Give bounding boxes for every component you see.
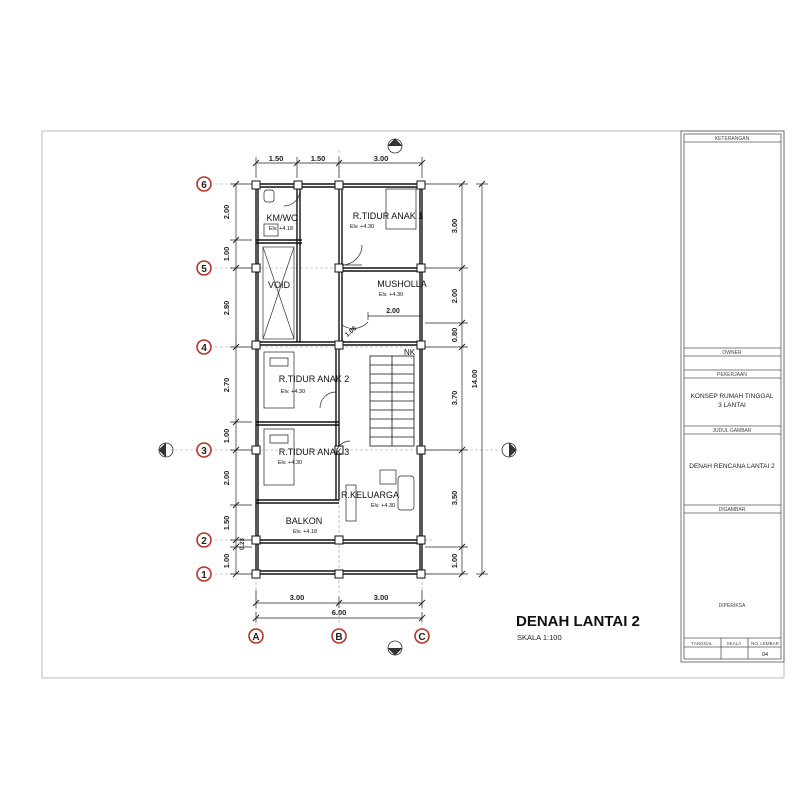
svg-text:4: 4 [201, 343, 207, 354]
axis-b-bubble: B [331, 628, 347, 644]
dim-top-2: 1.50 [311, 154, 326, 163]
stair-label: NK [404, 348, 416, 357]
room-musholla-name: MUSHOLLA [377, 279, 427, 289]
columns [251, 180, 426, 579]
dim-right-1: 3.00 [450, 219, 459, 234]
tb-skala-label: SKALA [727, 641, 742, 646]
svg-text:5: 5 [201, 264, 207, 275]
dimension-ticks [232, 159, 486, 622]
tb-digambar-label: DIGAMBAR [719, 507, 746, 513]
room-tidur3-name: R.TIDUR ANAK 3 [279, 447, 350, 457]
dimension-lines [230, 157, 488, 622]
dim-right-4: 3.70 [450, 391, 459, 406]
axis-2-bubble: 2 [196, 532, 212, 548]
dim-right-total: 14.00 [470, 370, 479, 389]
room-balkon-name: BALKON [286, 516, 323, 526]
room-kmwc-name: KM/WC [267, 213, 298, 223]
drawing-title: DENAH LANTAI 2 [516, 613, 640, 630]
section-marker-right-icon [501, 442, 517, 458]
axis-4-bubble: 4 [196, 339, 212, 355]
tb-tanggal-label: TANGGAL [691, 641, 713, 646]
tb-judul-gambar-label: JUDUL GAMBAR [713, 428, 752, 434]
dim-right-3: 0.80 [450, 328, 459, 343]
svg-text:3: 3 [201, 446, 207, 457]
tb-drawing-name: DENAH RENCANA LANTAI 2 [689, 463, 775, 470]
stair [369, 355, 415, 447]
svg-text:A: A [252, 632, 259, 643]
axis-3-bubble: 3 [196, 442, 212, 458]
room-labels: KM/WC Elv. +4.18 R.TIDUR ANAK 1 Elv. +4.… [267, 211, 427, 535]
room-musholla-elv: Elv. +4.30 [379, 292, 403, 298]
dim-right-5: 3.50 [450, 491, 459, 506]
room-keluarga-name: R.KELUARGA [341, 490, 399, 500]
dim-left-9: 1.00 [222, 554, 231, 569]
svg-text:C: C [418, 632, 425, 643]
dim-right-2: 2.00 [450, 289, 459, 304]
room-keluarga-elv: Elv. +4.30 [371, 503, 395, 509]
dim-left-6: 2.00 [222, 471, 231, 486]
axis-1-bubble: 1 [196, 566, 212, 582]
section-marker-top-icon [387, 138, 403, 154]
dim-top-1: 1.50 [269, 154, 284, 163]
room-kmwc-elv: Elv. +4.18 [269, 226, 293, 232]
dim-left-2: 1.00 [222, 247, 231, 262]
svg-text:B: B [335, 632, 342, 643]
dim-right-6: 1.00 [450, 554, 459, 569]
dim-bottom-2: 3.00 [374, 593, 389, 602]
tb-keterangan-label: KETERANGAN [715, 136, 750, 142]
axis-a-bubble: A [248, 628, 264, 644]
dim-top-3: 3.00 [374, 154, 389, 163]
tb-project-line1: KONSEP RUMAH TINGGAL [691, 393, 774, 400]
dim-bottom-1: 3.00 [290, 593, 305, 602]
section-markers [158, 138, 517, 656]
axis-bubbles: 6 5 4 3 2 1 A B [196, 176, 430, 644]
axis-5-bubble: 5 [196, 260, 212, 276]
tb-pekerjaan-label: PEKERJAAN [717, 372, 747, 378]
svg-text:2: 2 [201, 536, 207, 547]
room-tidur2-elv: Elv. +4.30 [281, 389, 305, 395]
dim-left-3: 2.80 [222, 301, 231, 316]
dim-bottom-total: 6.00 [332, 608, 347, 617]
void-marker [262, 246, 295, 340]
axis-6-bubble: 6 [196, 176, 212, 192]
dim-interior-musholla: 2.00 [386, 308, 400, 315]
sheet-border [41, 130, 785, 679]
room-tidur3-elv: Elv. +4.30 [278, 460, 302, 466]
room-tidur1-name: R.TIDUR ANAK 1 [353, 211, 424, 221]
dim-left-1: 2.00 [222, 205, 231, 220]
room-void-name: VOID [268, 280, 291, 290]
tb-no-lembar-label: NO. LEMBAR [751, 641, 780, 646]
axis-c-bubble: C [414, 628, 430, 644]
section-marker-left-icon [158, 442, 174, 458]
dim-left-8: 0.23 [240, 538, 246, 550]
dim-left-4: 2.70 [222, 378, 231, 393]
drawing-scale: SKALA 1:100 [517, 633, 562, 642]
svg-text:6: 6 [201, 180, 207, 191]
furniture [263, 188, 417, 522]
room-tidur1-elv: Elv. +4.30 [350, 224, 374, 230]
room-balkon-elv: Elv. +4.18 [293, 529, 317, 535]
tb-diperiksa-label: DIPERIKSA [719, 603, 746, 609]
tb-project-line2: 3 LANTAI [718, 402, 746, 409]
tb-owner-label: OWNER [722, 350, 742, 356]
tb-sheet-number: 04 [762, 652, 768, 658]
title-block: KETERANGAN OWNER PEKERJAAN KONSEP RUMAH … [680, 130, 785, 663]
dim-left-7: 1.50 [222, 516, 231, 531]
section-marker-bottom-icon [387, 640, 403, 656]
dim-left-5: 1.00 [222, 429, 231, 444]
doors [283, 189, 369, 456]
svg-text:1: 1 [201, 570, 207, 581]
room-tidur2-name: R.TIDUR ANAK 2 [279, 374, 350, 384]
